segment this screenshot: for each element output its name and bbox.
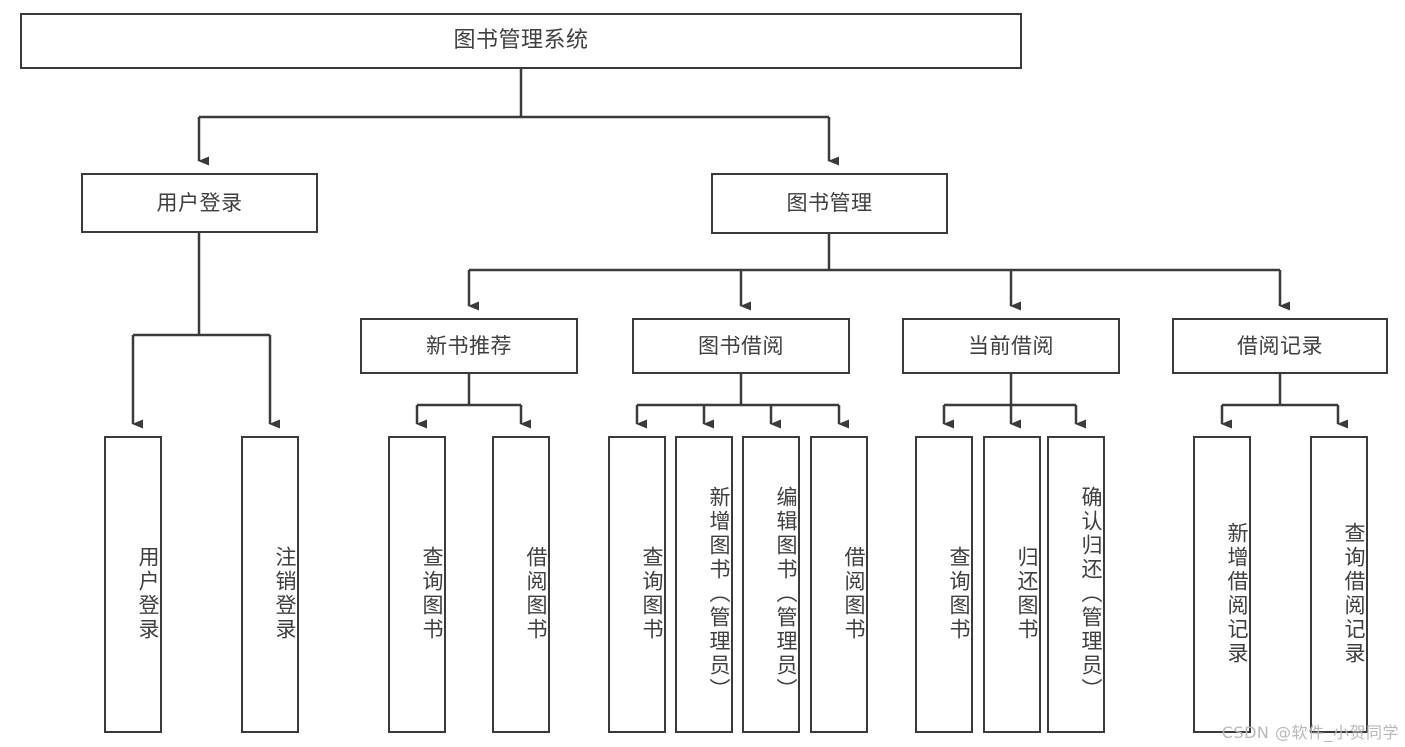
- leaf-record-query-record[interactable]: 查询借阅记录: [1310, 436, 1368, 733]
- leaf-user-login-login[interactable]: 用户登录: [104, 436, 162, 733]
- node-user-login[interactable]: 用户登录: [81, 173, 318, 233]
- leaf-current-return-book[interactable]: 归还图书: [983, 436, 1041, 733]
- csdn-watermark: CSDN @软件_小贺同学: [1221, 723, 1399, 742]
- node-root-system[interactable]: 图书管理系统: [20, 13, 1022, 69]
- leaf-label: 借阅图书: [524, 545, 548, 642]
- leaf-label: 注销登录: [273, 545, 297, 642]
- node-borrow-record[interactable]: 借阅记录: [1172, 318, 1388, 374]
- leaf-borrow-query-book[interactable]: 查询图书: [608, 436, 666, 733]
- node-current-borrow[interactable]: 当前借阅: [902, 318, 1120, 374]
- leaf-label: 编辑图书（管理员）: [774, 485, 798, 702]
- leaf-label: 归还图书: [1015, 545, 1039, 642]
- leaf-user-login-logout[interactable]: 注销登录: [241, 436, 299, 733]
- leaf-label: 新增图书（管理员）: [707, 485, 731, 702]
- leaf-label: 借阅图书: [842, 545, 866, 642]
- leaf-borrow-edit-book-admin[interactable]: 编辑图书（管理员）: [742, 436, 800, 733]
- node-book-borrow[interactable]: 图书借阅: [632, 318, 850, 374]
- leaf-label: 确认归还（管理员）: [1079, 485, 1103, 702]
- node-new-book-recommend[interactable]: 新书推荐: [360, 318, 578, 374]
- node-book-management[interactable]: 图书管理: [711, 173, 948, 234]
- leaf-current-confirm-return-admin[interactable]: 确认归还（管理员）: [1047, 436, 1105, 733]
- leaf-borrow-add-book-admin[interactable]: 新增图书（管理员）: [675, 436, 733, 733]
- leaf-recommend-query-book[interactable]: 查询图书: [388, 436, 446, 733]
- leaf-record-add-record[interactable]: 新增借阅记录: [1193, 436, 1251, 733]
- leaf-label: 查询图书: [640, 545, 664, 642]
- leaf-current-query-book[interactable]: 查询图书: [915, 436, 973, 733]
- leaf-label: 查询借阅记录: [1342, 521, 1366, 666]
- leaf-borrow-borrow-book[interactable]: 借阅图书: [810, 436, 868, 733]
- leaf-label: 新增借阅记录: [1225, 521, 1249, 666]
- leaf-recommend-borrow-book[interactable]: 借阅图书: [492, 436, 550, 733]
- leaf-label: 查询图书: [420, 545, 444, 642]
- leaf-label: 用户登录: [136, 545, 160, 642]
- leaf-label: 查询图书: [947, 545, 971, 642]
